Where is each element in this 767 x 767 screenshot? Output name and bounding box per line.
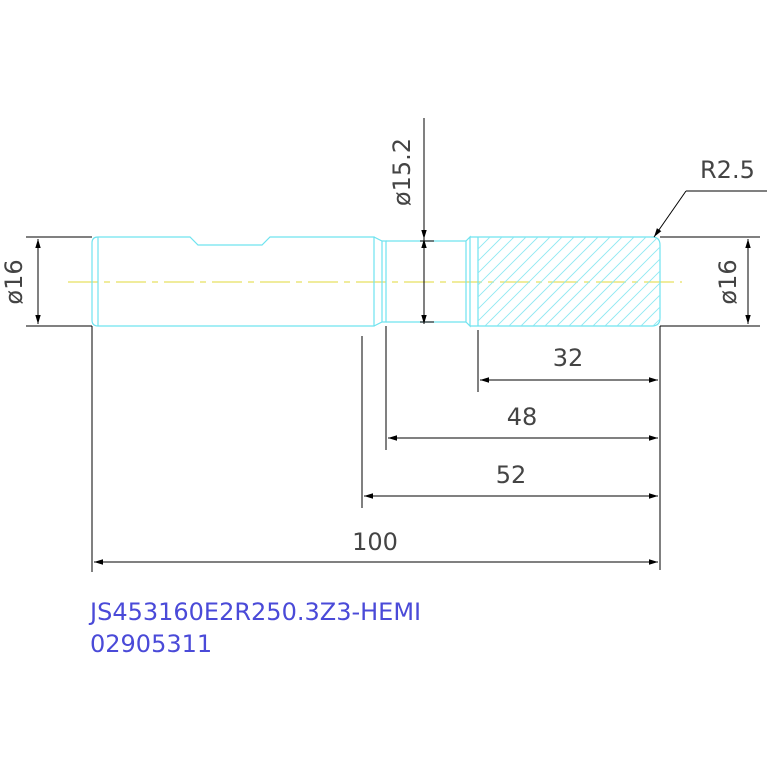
hatch-line — [628, 237, 660, 326]
radius-label: R2.5 — [700, 156, 755, 184]
dia-mid-label: ø15.2 — [388, 138, 416, 206]
hatch-line — [616, 237, 660, 326]
hatch-line — [478, 237, 551, 326]
hatch-line — [478, 237, 539, 326]
len-48-label: 48 — [507, 403, 538, 431]
left-section-outline — [91, 236, 375, 327]
hatch-line — [604, 237, 660, 326]
len-100-label: 100 — [352, 528, 398, 556]
dim-left-diameter: ø16 — [0, 236, 92, 327]
dim-right-diameter: ø16 — [660, 236, 760, 327]
dim-length-100: 100 — [91, 326, 658, 572]
hatch-line — [556, 237, 647, 326]
hatch-line — [478, 237, 515, 326]
dia-left-label: ø16 — [0, 259, 28, 304]
dia-right-label: ø16 — [714, 259, 742, 304]
dim-length-52: 52 — [361, 336, 658, 508]
hatch-line — [532, 237, 623, 326]
spline-hatch — [478, 237, 660, 326]
hatch-line — [478, 237, 563, 326]
radius-leader: R2.5 — [653, 156, 767, 238]
dim-mid-diameter: ø15.2 — [388, 118, 434, 324]
right-section-outline — [470, 236, 661, 327]
hatch-line — [580, 237, 660, 326]
hatch-line — [544, 237, 635, 326]
part-code: JS453160E2R250.3Z3-HEMI — [88, 598, 421, 626]
len-32-label: 32 — [553, 344, 584, 372]
len-52-label: 52 — [496, 461, 527, 489]
hatch-line — [484, 237, 575, 326]
dim-length-32: 32 — [477, 326, 661, 570]
hatch-line — [640, 237, 660, 326]
hatch-line — [568, 237, 659, 326]
part-number: 02905311 — [90, 630, 212, 658]
hatch-line — [520, 237, 611, 326]
neck-step-outline — [465, 235, 471, 328]
step-outline — [373, 236, 387, 327]
hatch-line — [478, 237, 527, 326]
hatch-line — [496, 237, 587, 326]
hatch-line — [592, 237, 660, 326]
dim-length-48: 48 — [385, 326, 658, 450]
hatch-line — [508, 237, 599, 326]
hatch-line — [478, 237, 503, 326]
